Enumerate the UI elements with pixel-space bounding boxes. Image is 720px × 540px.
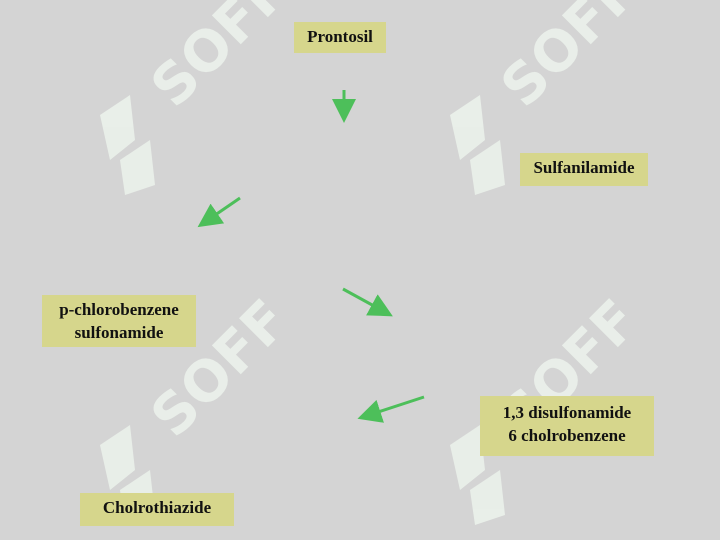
node-prontosil: Prontosil xyxy=(294,22,386,53)
node-chlorothiazide-label: Cholrothiazide xyxy=(102,498,212,517)
node-p-chlorobenzene-line2: sulfonamide xyxy=(74,323,164,342)
node-prontosil-label: Prontosil xyxy=(307,27,373,46)
node-chlorothiazide: Cholrothiazide xyxy=(80,493,234,526)
node-sulfanilamide: Sulfanilamide xyxy=(520,153,648,186)
soff-logo-icon xyxy=(100,95,505,525)
arrow-to-disulfonamide xyxy=(342,287,393,317)
arrow-to-p-chlorobenzene xyxy=(197,196,241,228)
node-disulfonamide-line1: 1,3 disulfonamide xyxy=(502,403,632,422)
node-disulfonamide-line2: 6 cholrobenzene xyxy=(508,426,626,445)
node-p-chlorobenzene-line1: p-chlorobenzene xyxy=(59,300,179,319)
arrow-to-chlorothiazide xyxy=(357,395,425,423)
node-sulfanilamide-label: Sulfanilamide xyxy=(533,158,635,177)
node-disulfonamide: 1,3 disulfonamide 6 cholrobenzene xyxy=(480,396,654,456)
node-p-chlorobenzene-sulfonamide: p-chlorobenzene sulfonamide xyxy=(42,295,196,347)
